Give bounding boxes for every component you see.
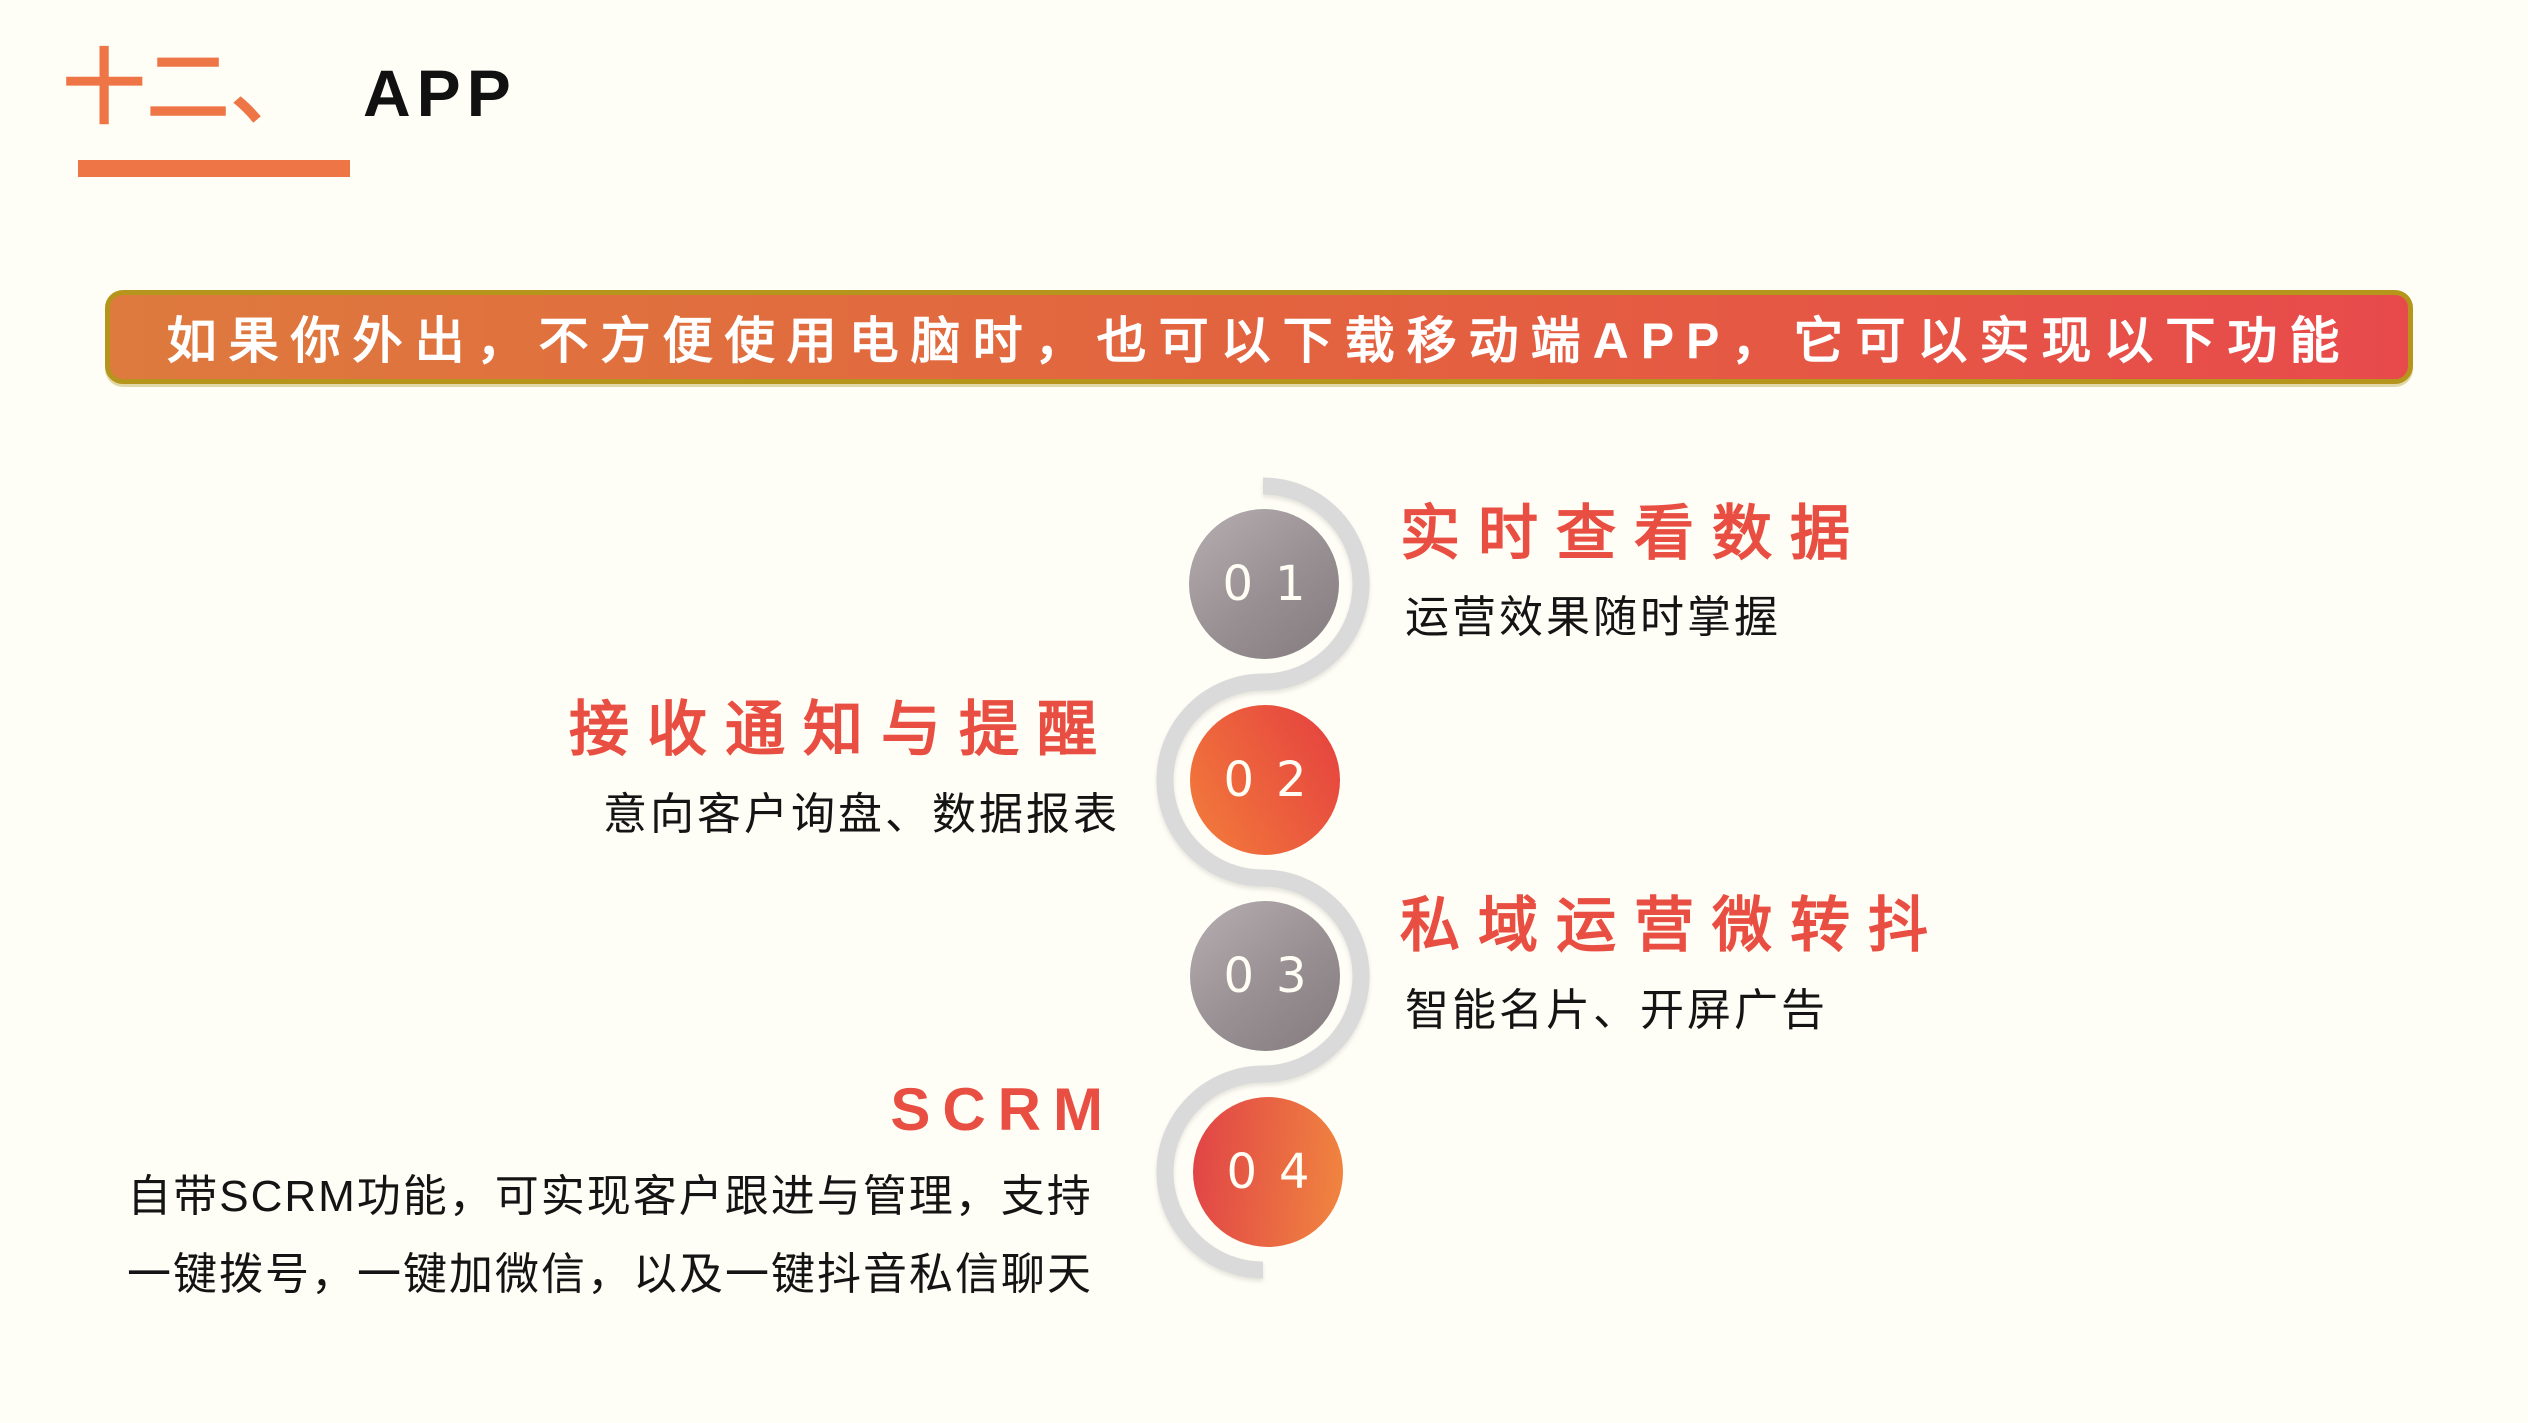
intro-banner: 如果你外出，不方便使用电脑时，也可以下载移动端APP，它可以实现以下功能 (105, 290, 2413, 384)
step-circle-02: 02 (1190, 705, 1340, 855)
feature-3-description: 智能名片、开屏广告 (1405, 986, 1828, 1035)
page-title: 十二、 APP (63, 36, 517, 143)
feature-4-description-line-1: 自带SCRM功能，可实现客户跟进与管理，支持 (127, 1172, 1093, 1221)
feature-4-heading: SCRM (890, 1076, 1115, 1143)
section-name: APP (363, 56, 517, 130)
feature-3-heading: 私域运营微转抖 (1400, 892, 1946, 959)
feature-4-description: 自带SCRM功能，可实现客户跟进与管理，支持 一键拨号，一键加微信，以及一键抖音… (55, 1158, 1165, 1314)
step-circle-01: 01 (1189, 509, 1339, 659)
step-number-02: 02 (1223, 752, 1329, 808)
step-number-01: 01 (1222, 556, 1328, 612)
feature-4-description-line-2: 一键拨号，一键加微信，以及一键抖音私信聊天 (127, 1250, 1093, 1299)
intro-banner-text: 如果你外出，不方便使用电脑时，也可以下载移动端APP，它可以实现以下功能 (166, 313, 2352, 369)
title-underline-bar (78, 160, 350, 177)
step-number-03: 03 (1223, 948, 1329, 1004)
step-circle-04: 04 (1193, 1097, 1343, 1247)
step-number-04: 04 (1226, 1144, 1332, 1200)
step-circle-03: 03 (1190, 901, 1340, 1051)
feature-2-description: 意向客户询盘、数据报表 (603, 790, 1120, 839)
feature-1-heading: 实时查看数据 (1400, 500, 1868, 567)
section-number: 十二、 (63, 43, 316, 134)
feature-1-description: 运营效果随时掌握 (1405, 593, 1781, 642)
feature-2-heading: 接收通知与提醒 (569, 696, 1115, 763)
